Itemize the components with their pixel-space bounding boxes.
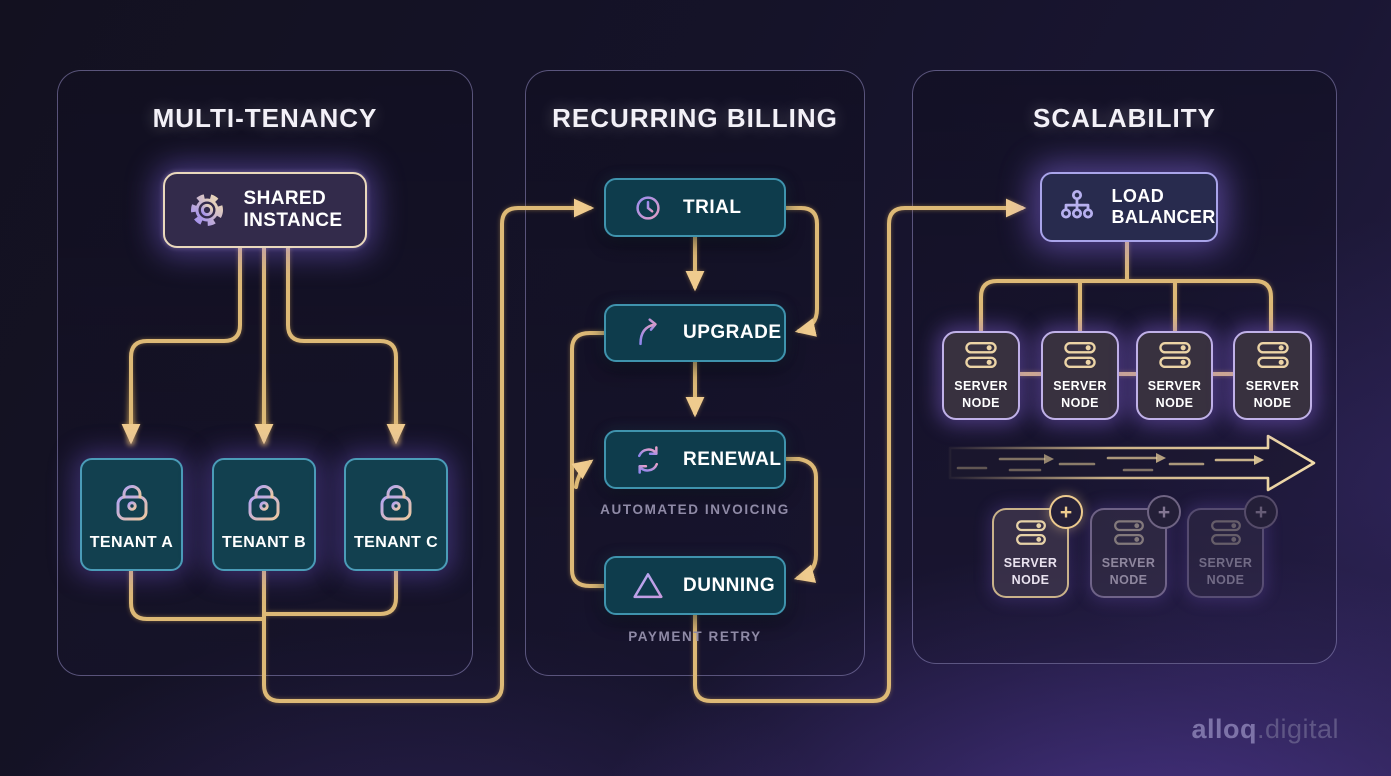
arrow-shared-to-tenant-c [286, 246, 406, 445]
tenant-a-label: TENANT A [89, 534, 174, 551]
panel-title-scalability: SCALABILITY [1033, 103, 1216, 133]
brand-name-bold: alloq [1191, 714, 1257, 744]
server-node-label: SERVER NODE [1245, 379, 1300, 410]
plus-icon: + [1254, 500, 1268, 524]
tenant-c-node: TENANT C [344, 458, 448, 571]
dunning-label: DUNNING [683, 574, 776, 596]
line-dunning-left-loop [570, 331, 606, 588]
load-balancer-label: LOAD BALANCER [1111, 185, 1216, 227]
plus-icon: + [1157, 500, 1171, 524]
tenant-a-node: TENANT A [80, 458, 183, 571]
panel-title-recurring-billing: RECURRING BILLING [552, 103, 838, 133]
tenant-b-label: TENANT B [221, 534, 307, 551]
add-node-badge: + [1049, 495, 1083, 529]
server-node-label: SERVER NODE [954, 379, 1008, 410]
plus-icon: + [1059, 500, 1073, 524]
server-icon [1253, 340, 1293, 371]
gear-icon [183, 186, 231, 234]
lock-icon [108, 477, 156, 525]
server-node-1: SERVER NODE [942, 331, 1020, 420]
panel-title-multi-tenancy: MULTI-TENANCY [152, 103, 378, 133]
server-node-label: SERVER NODE [1198, 556, 1253, 587]
load-balancer-icon [1055, 185, 1099, 229]
renewal-caption: AUTOMATED INVOICING [600, 502, 790, 517]
brand-logo: alloq.digital [1191, 714, 1339, 745]
add-node-badge: + [1244, 495, 1278, 529]
dunning-node: DUNNING [604, 556, 786, 615]
shared-instance-label: SHARED INSTANCE [243, 187, 343, 231]
lock-icon [372, 477, 420, 525]
tenant-b-node: TENANT B [212, 458, 316, 571]
arrow-shared-to-tenant-a [121, 246, 242, 445]
shared-instance-node: SHARED INSTANCE [163, 172, 367, 248]
scale-out-arrow [948, 434, 1316, 492]
upgrade-node: UPGRADE [604, 304, 786, 362]
server-icon [1110, 518, 1148, 548]
load-balancer-node: LOAD BALANCER [1040, 172, 1218, 242]
trial-node: TRIAL [604, 178, 786, 237]
refresh-icon [628, 440, 668, 480]
renewal-node: RENEWAL [604, 430, 786, 489]
dunning-caption: PAYMENT RETRY [628, 629, 762, 644]
upgrade-label: UPGRADE [683, 322, 782, 343]
arrow-up-curve-icon [628, 313, 668, 353]
add-node-badge: + [1147, 495, 1181, 529]
server-node-label: SERVER NODE [1101, 556, 1156, 587]
line-tenant-a-merge [129, 569, 266, 621]
server-icon [1155, 340, 1195, 371]
server-node-label: SERVER NODE [1147, 379, 1202, 410]
arrow-loop-to-renewal [571, 459, 594, 489]
arrow-renewal-to-dunning [784, 457, 818, 583]
lock-icon [240, 477, 288, 525]
server-node-2: SERVER NODE [1041, 331, 1119, 420]
clock-icon [628, 188, 668, 228]
server-node-label: SERVER NODE [1003, 556, 1058, 587]
server-icon [1012, 518, 1050, 548]
line-tenant-c-merge [262, 569, 398, 616]
warning-triangle-icon [628, 566, 668, 606]
server-node-label: SERVER NODE [1053, 379, 1107, 410]
brand-name-light: .digital [1256, 714, 1339, 744]
arrow-tenants-to-trial [262, 198, 595, 703]
line-lb-fanout [979, 279, 1273, 333]
renewal-label: RENEWAL [683, 448, 782, 470]
trial-label: TRIAL [683, 196, 742, 218]
tenant-c-label: TENANT C [353, 534, 439, 551]
arrow-billing-to-load-balancer [693, 198, 1027, 703]
server-icon [1207, 518, 1245, 548]
server-node-3: SERVER NODE [1136, 331, 1213, 420]
server-icon [961, 340, 1001, 371]
server-node-4: SERVER NODE [1233, 331, 1312, 420]
server-icon [1060, 340, 1100, 371]
arrow-trial-right-loop [784, 206, 819, 337]
